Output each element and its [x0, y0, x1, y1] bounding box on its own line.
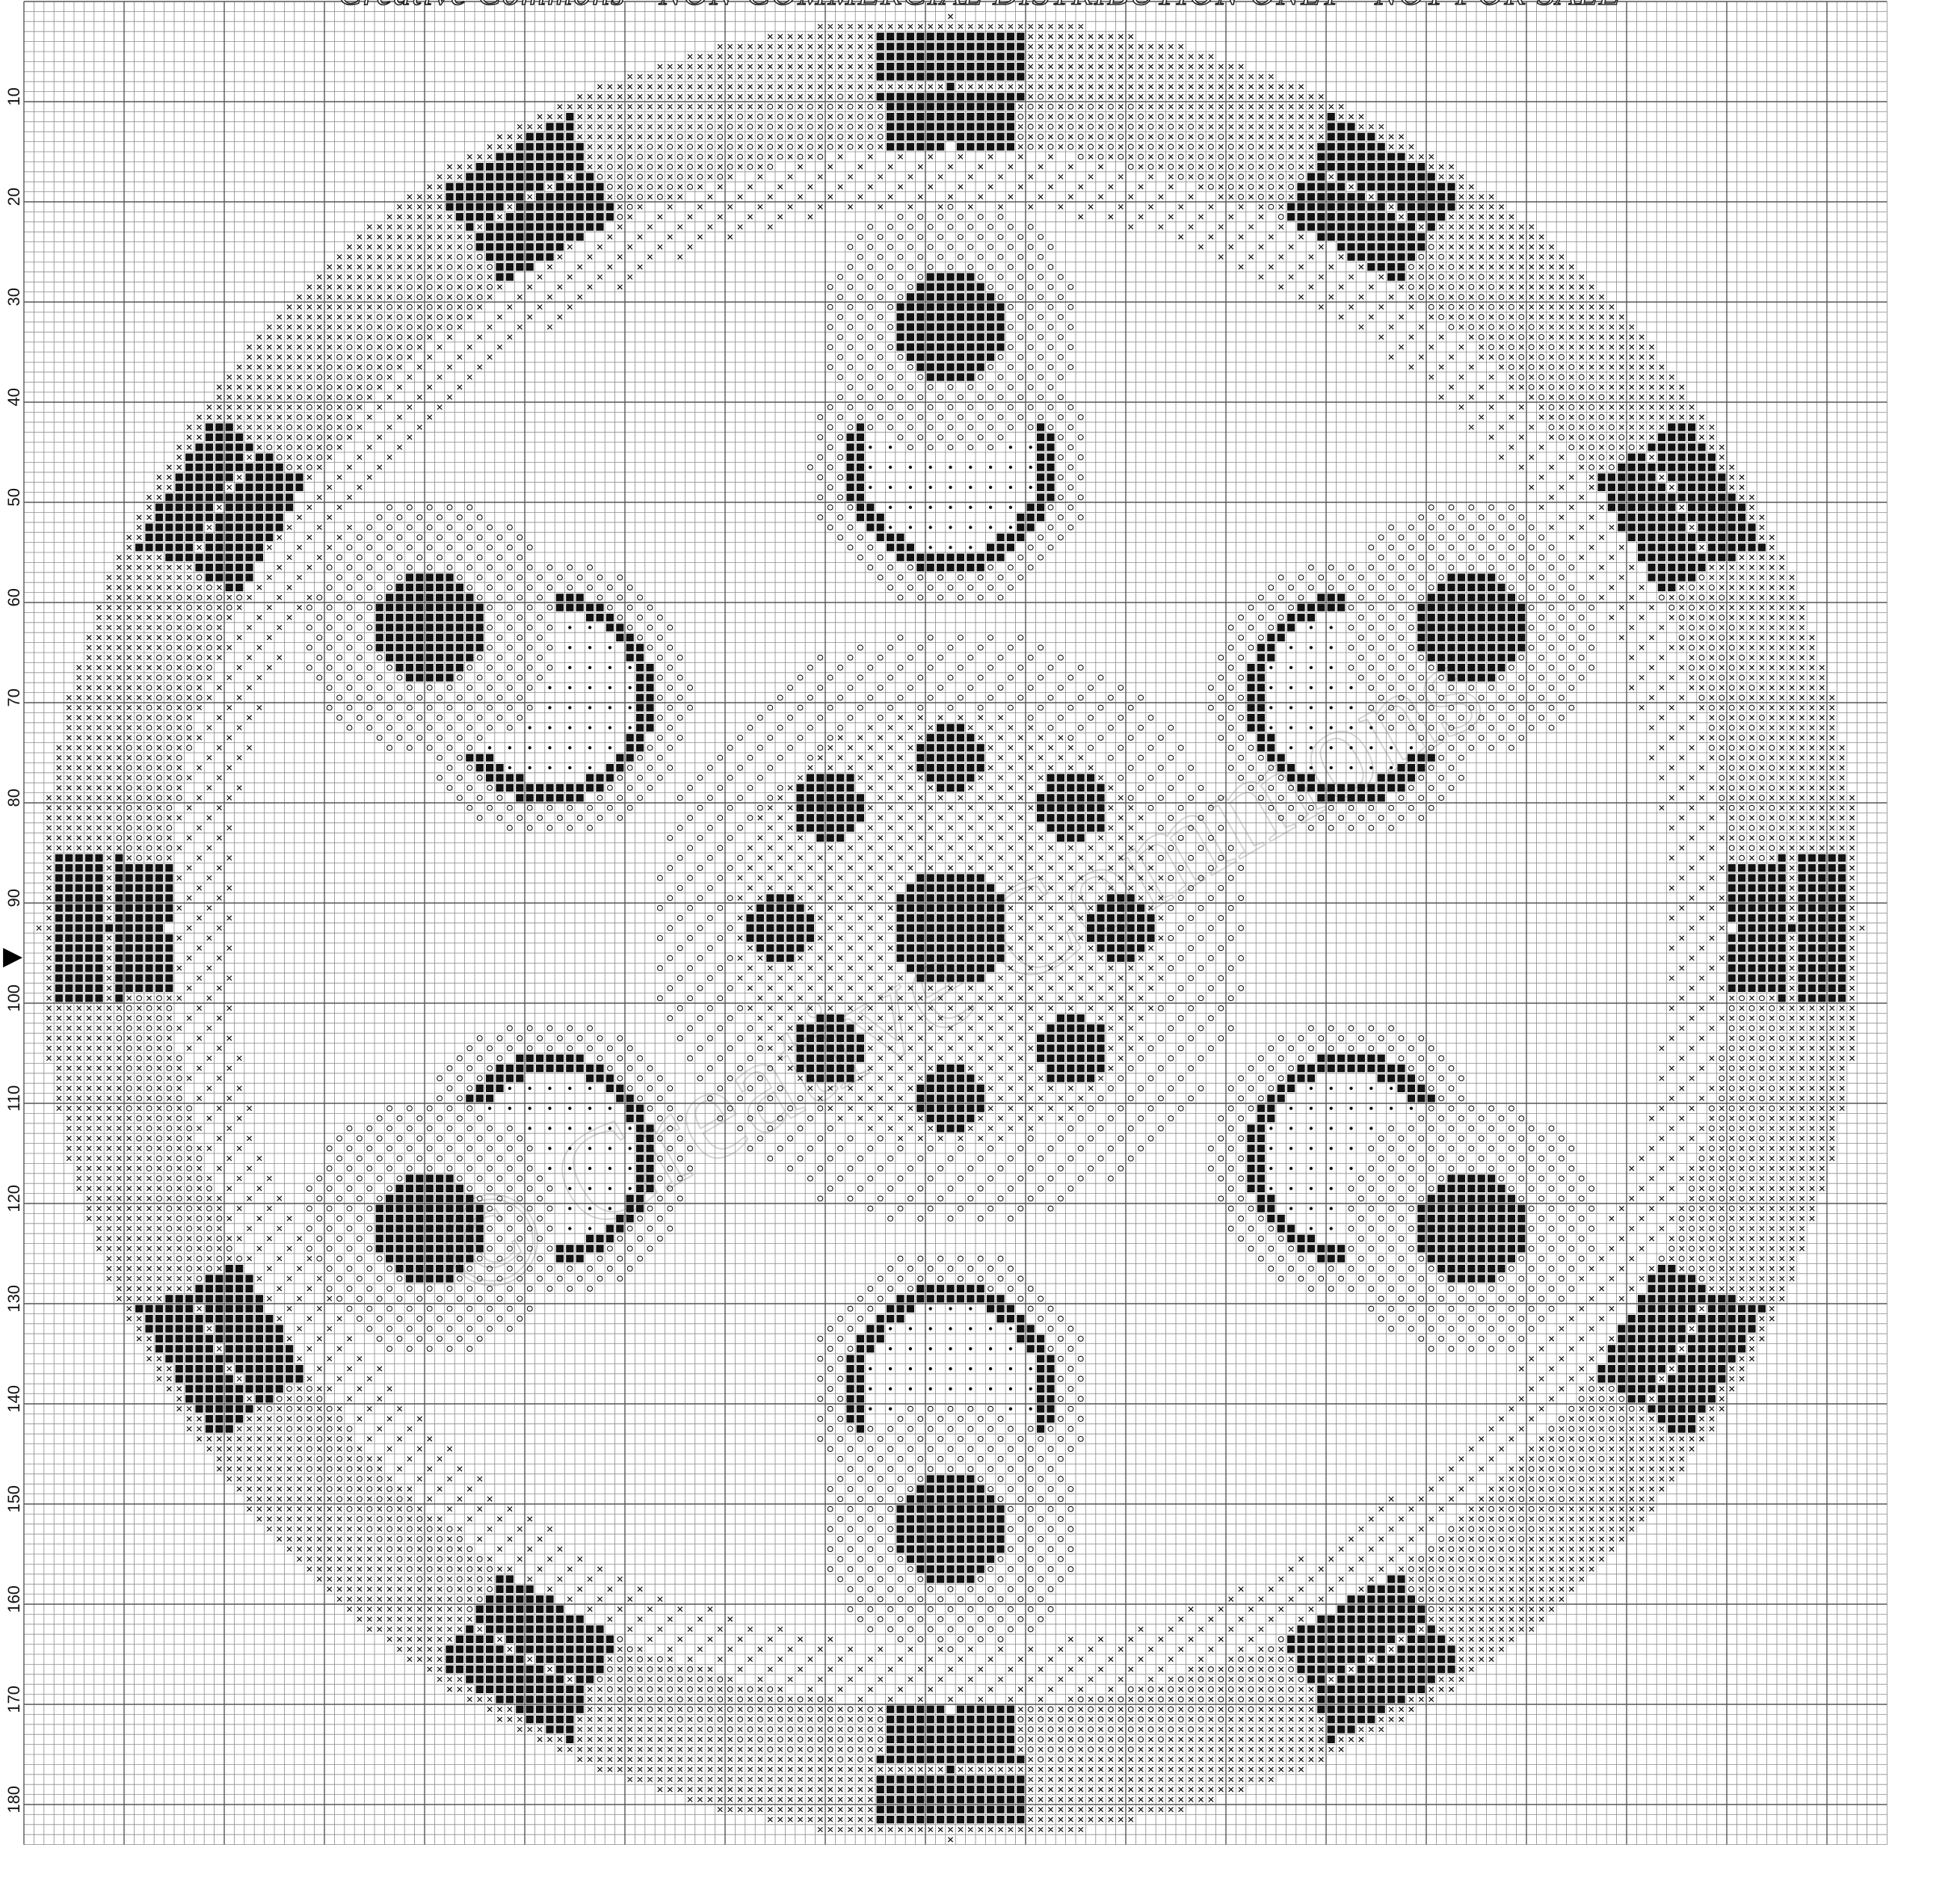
- stitch-symbols: [37, 14, 1864, 1842]
- row-label-50: 50: [4, 488, 23, 506]
- row-label-150: 150: [4, 1485, 23, 1513]
- row-label-140: 140: [4, 1385, 23, 1413]
- row-label-170: 170: [4, 1686, 23, 1713]
- row-label-120: 120: [4, 1185, 23, 1212]
- symbol-group-filled: [55, 33, 1846, 1823]
- center-row-marker: ▶: [3, 942, 23, 970]
- row-label-80: 80: [4, 789, 23, 807]
- filled-stitches: [55, 33, 1846, 1823]
- row-label-10: 10: [4, 87, 23, 105]
- title-banner: Creative Commons - NON-COMMERCIAL DISTRI…: [339, 0, 1621, 12]
- row-label-160: 160: [4, 1585, 23, 1613]
- row-label-110: 110: [4, 1085, 23, 1112]
- row-label-30: 30: [4, 288, 23, 306]
- row-label-90: 90: [4, 889, 23, 907]
- row-label-130: 130: [4, 1285, 23, 1313]
- row-label-60: 60: [4, 588, 23, 606]
- minor-grid-lines: [24, 1, 1887, 1845]
- row-label-180: 180: [4, 1786, 23, 1813]
- row-label-100: 100: [4, 984, 23, 1012]
- row-label-70: 70: [4, 688, 23, 706]
- chart-grid: [24, 1, 1887, 1845]
- row-label-40: 40: [4, 388, 23, 406]
- row-label-20: 20: [4, 188, 23, 206]
